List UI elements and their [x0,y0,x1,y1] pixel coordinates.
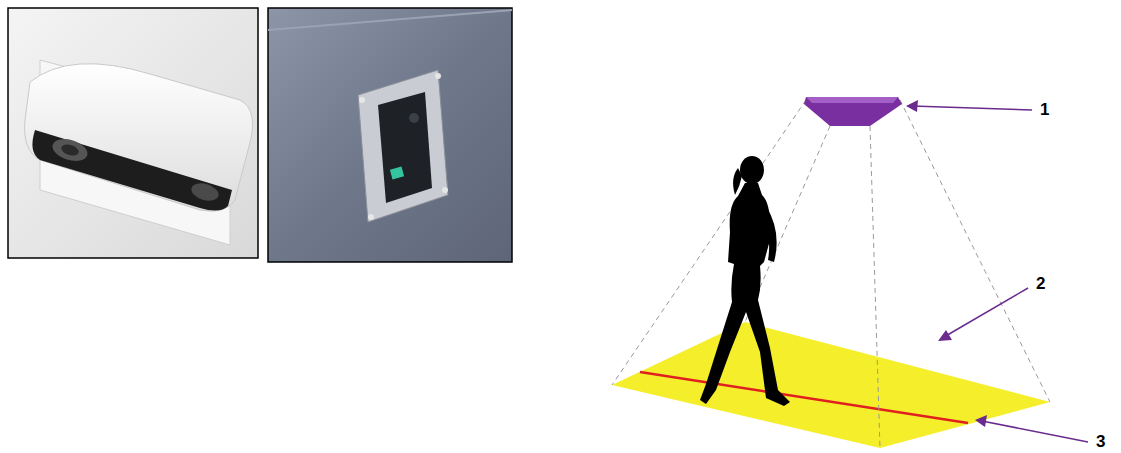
detection-zone [612,97,1050,448]
product-photo [8,8,258,258]
person-silhouette [700,156,790,406]
callout-number: 1 [1040,101,1049,118]
callout-number: 2 [1036,275,1045,292]
ceiling-photo [268,8,512,262]
callout-arrows [906,100,1088,442]
callout-number: 3 [1096,433,1105,450]
